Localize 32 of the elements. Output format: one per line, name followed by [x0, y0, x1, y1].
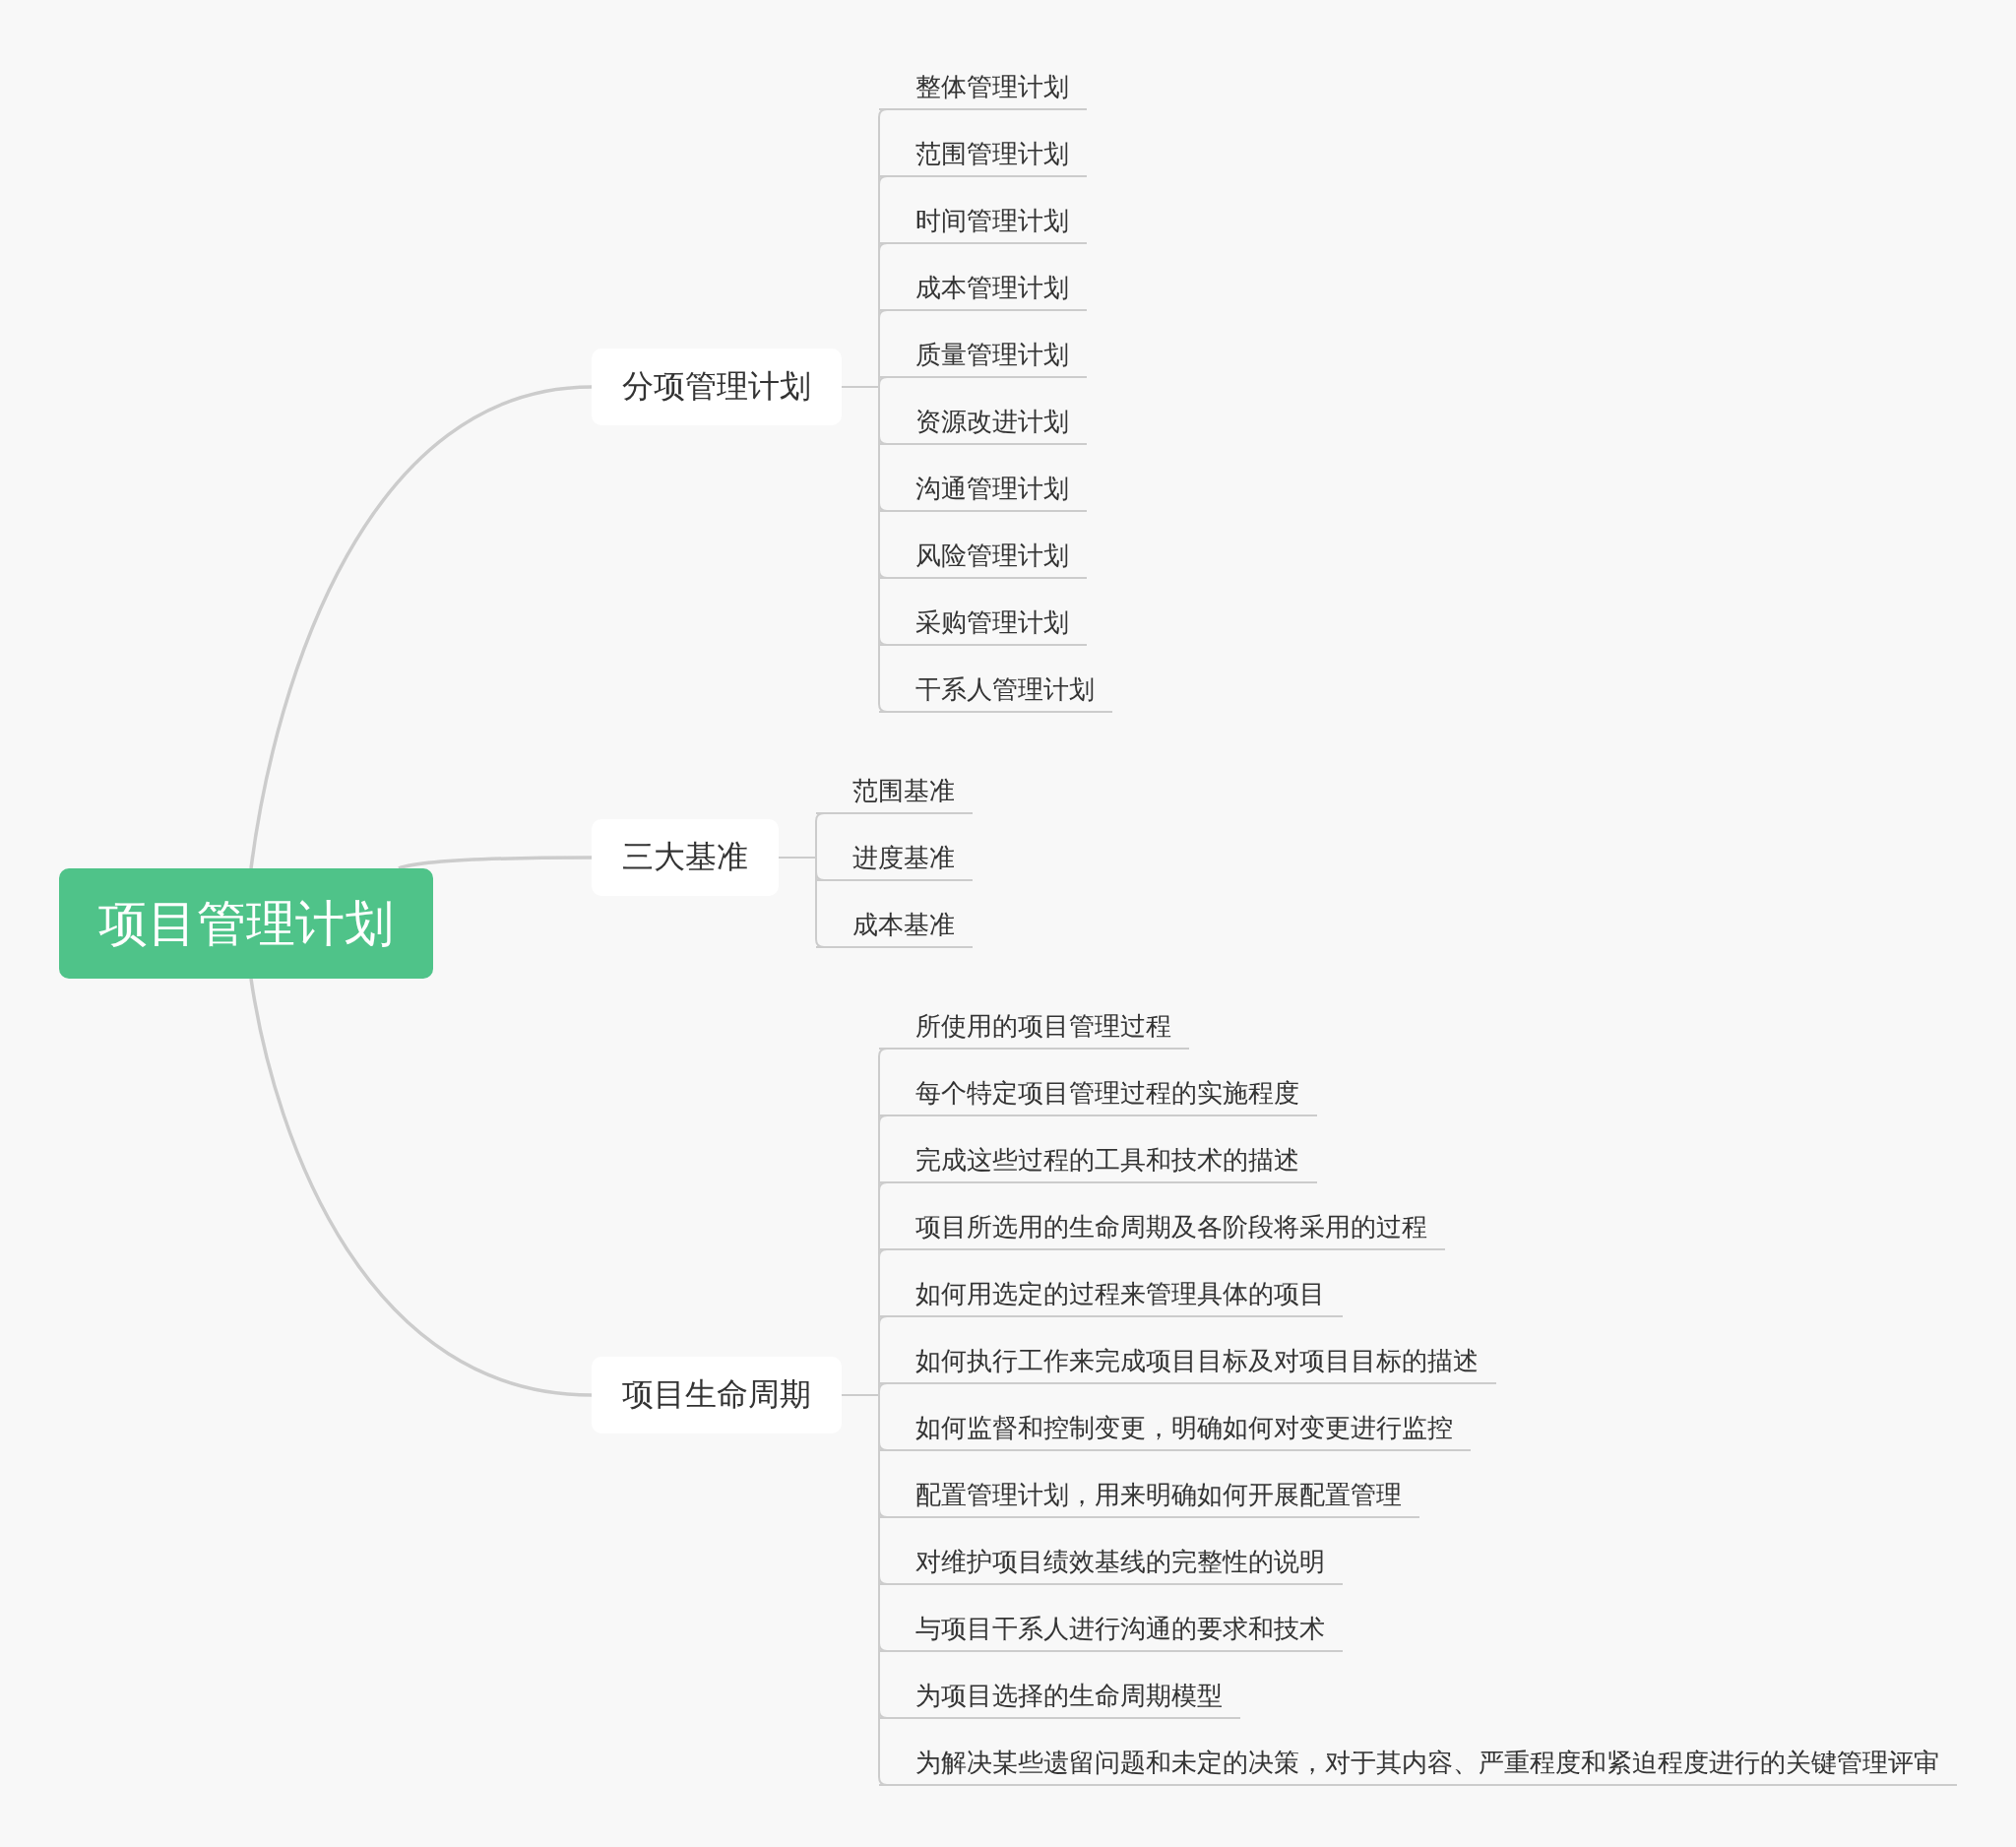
subtopic-label: 干系人管理计划	[879, 666, 1112, 713]
topic-box: 三大基准	[592, 819, 779, 896]
subtopic-label: 所使用的项目管理过程	[879, 1002, 1189, 1050]
connector-line	[249, 978, 593, 1397]
subtopic-label: 范围管理计划	[879, 130, 1087, 177]
subtopic-label: 完成这些过程的工具和技术的描述	[879, 1136, 1317, 1183]
topic-box: 分项管理计划	[592, 349, 842, 425]
subtopic-label: 如何用选定的过程来管理具体的项目	[879, 1270, 1343, 1317]
subtopic-label: 为项目选择的生命周期模型	[879, 1672, 1240, 1719]
subtopic-label: 质量管理计划	[879, 331, 1087, 378]
topic-box: 项目生命周期	[592, 1357, 842, 1433]
connector-line	[249, 385, 593, 869]
subtopic-label: 为解决某些遗留问题和未定的决策，对于其内容、严重程度和紧迫程度进行的关键管理评审	[879, 1739, 1957, 1786]
subtopic-label: 对维护项目绩效基线的完整性的说明	[879, 1538, 1343, 1585]
connector-line	[398, 856, 592, 870]
subtopic-label: 资源改进计划	[879, 398, 1087, 445]
subtopic-label: 时间管理计划	[879, 197, 1087, 244]
subtopic-label: 配置管理计划，用来明确如何开展配置管理	[879, 1471, 1419, 1518]
subtopic-label: 如何执行工作来完成项目目标及对项目目标的描述	[879, 1337, 1496, 1384]
central-topic: 项目管理计划	[59, 868, 433, 979]
subtopic-label: 每个特定项目管理过程的实施程度	[879, 1069, 1317, 1116]
subtopic-label: 整体管理计划	[879, 63, 1087, 110]
subtopic-label: 风险管理计划	[879, 532, 1087, 579]
subtopic-label: 范围基准	[816, 767, 973, 814]
subtopic-label: 如何监督和控制变更，明确如何对变更进行监控	[879, 1404, 1471, 1451]
subtopic-label: 成本基准	[816, 901, 973, 948]
subtopic-label: 与项目干系人进行沟通的要求和技术	[879, 1605, 1343, 1652]
subtopic-label: 沟通管理计划	[879, 465, 1087, 512]
subtopic-label: 项目所选用的生命周期及各阶段将采用的过程	[879, 1203, 1445, 1250]
subtopic-label: 进度基准	[816, 834, 973, 881]
subtopic-label: 采购管理计划	[879, 599, 1087, 646]
subtopic-label: 成本管理计划	[879, 264, 1087, 311]
